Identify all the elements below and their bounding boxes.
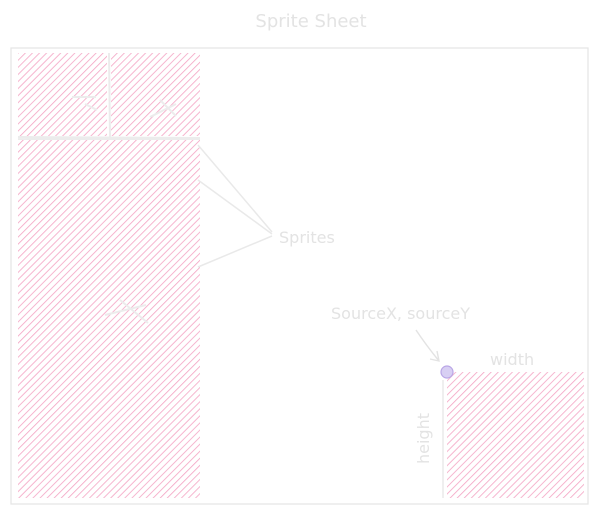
height-label: height: [414, 413, 433, 464]
sprite-top-right: [111, 53, 200, 136]
source-point-marker: [440, 365, 454, 379]
sprite-sheet-frame: [10, 47, 589, 505]
sprites-label: Sprites: [279, 228, 335, 247]
sprite-selected: [447, 372, 584, 498]
width-label: width: [490, 350, 534, 369]
sprite-tall: [18, 140, 200, 498]
sprites-pointer-lines: [197, 144, 273, 268]
diagram-title: Sprite Sheet: [255, 11, 366, 32]
source-coordinates-label: SourceX, sourceY: [331, 304, 470, 323]
sprite-content-marks: [72, 96, 177, 324]
source-arrow: [415, 329, 440, 362]
sprite-divider-lines: [17, 52, 201, 140]
sprite-top-left: [18, 53, 107, 136]
